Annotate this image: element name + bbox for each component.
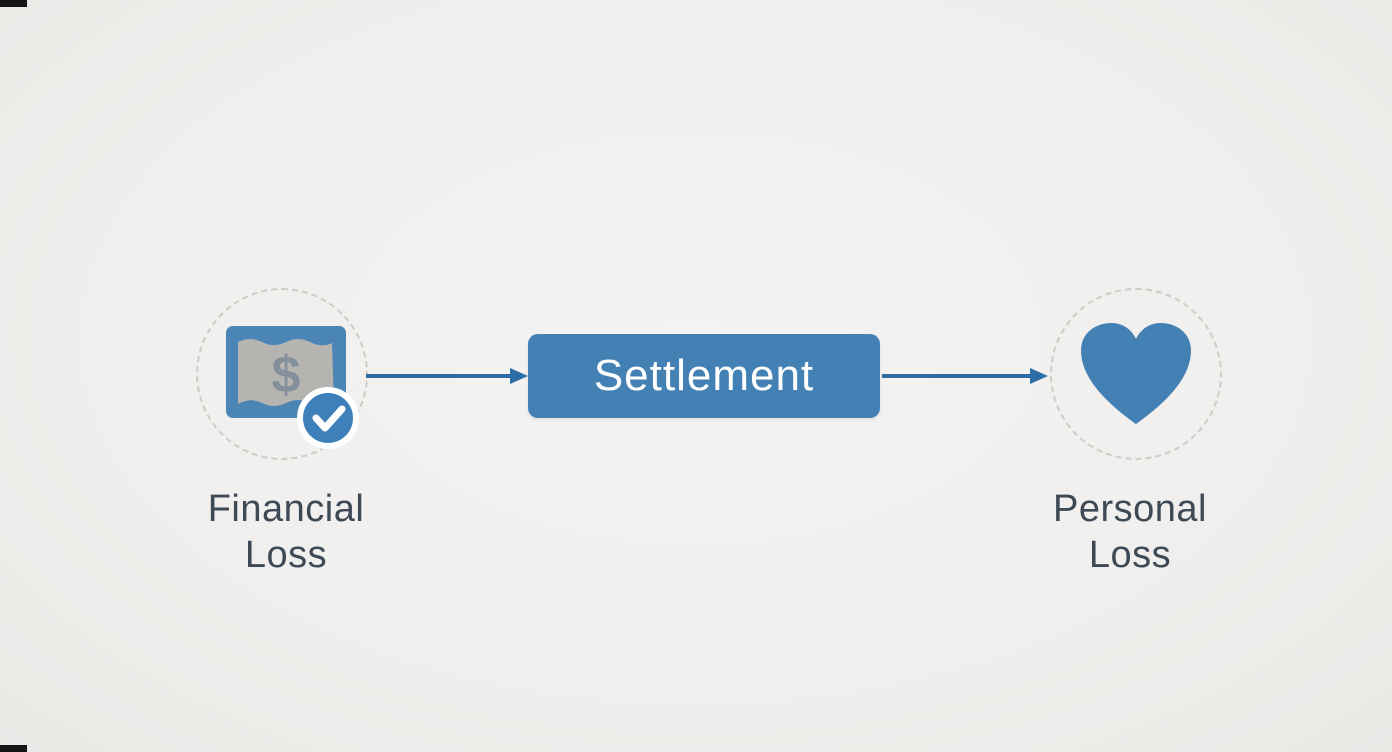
financial-loss-label-line1: Financial	[207, 488, 365, 530]
financial-loss-label-line2: Loss	[244, 534, 328, 576]
arrow-financial-to-settlement	[366, 368, 528, 384]
money-bill-check-icon: $	[226, 326, 359, 449]
svg-text:$: $	[272, 346, 301, 404]
screen-artifact-top-left	[0, 0, 27, 7]
personal-loss-label-line1: Personal	[1053, 488, 1207, 530]
node-settlement: Settlement	[528, 334, 880, 418]
screen-artifact-bottom-left	[0, 745, 27, 752]
personal-loss-label: Personal Loss	[980, 490, 1280, 574]
personal-loss-label-line2: Loss	[1088, 534, 1172, 576]
financial-loss-label: Financial Loss	[136, 490, 436, 574]
arrow-settlement-to-personal	[882, 368, 1048, 384]
node-personal-loss-circle	[1050, 288, 1222, 460]
heart-icon	[1081, 322, 1191, 425]
settlement-label: Settlement	[593, 351, 815, 400]
